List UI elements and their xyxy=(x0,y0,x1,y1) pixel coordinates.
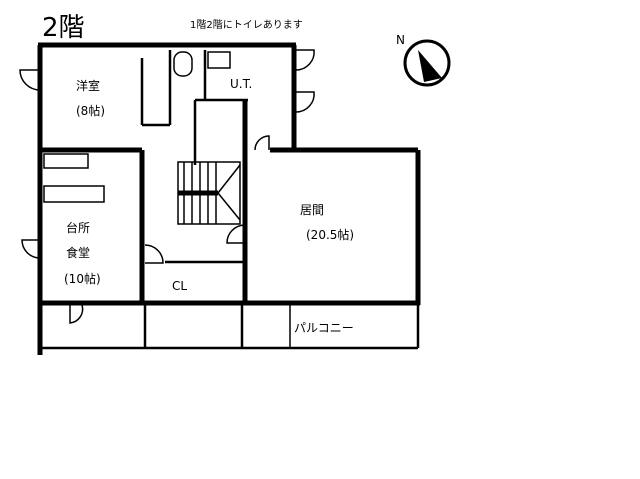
washer-icon xyxy=(207,51,231,69)
room-closet-name: CL xyxy=(172,279,187,293)
room-western-size: (8帖) xyxy=(76,103,105,118)
room-kitchen-name: 台所 xyxy=(66,220,90,235)
room-western-name: 洋室 xyxy=(76,78,100,93)
walls xyxy=(37,42,421,355)
stove-icon xyxy=(43,185,105,203)
counter-icon xyxy=(43,153,89,169)
room-living-size: (20.5帖) xyxy=(306,227,354,242)
toilet-icon xyxy=(173,51,193,77)
toilet-note: 1階2階にトイレあります xyxy=(190,19,303,31)
floor-title: 2階 xyxy=(42,13,85,43)
room-living-name: 居間 xyxy=(300,203,324,217)
staircase xyxy=(177,161,241,225)
compass-label: N xyxy=(396,33,405,47)
room-kitchen-size: (10帖) xyxy=(64,271,101,286)
room-utility-name: U.T. xyxy=(230,77,252,91)
room-dining-name: 食堂 xyxy=(66,245,90,260)
doors xyxy=(19,49,315,324)
north-arrow-icon: N xyxy=(396,33,451,87)
room-balcony-name: パルコニー xyxy=(294,321,354,335)
